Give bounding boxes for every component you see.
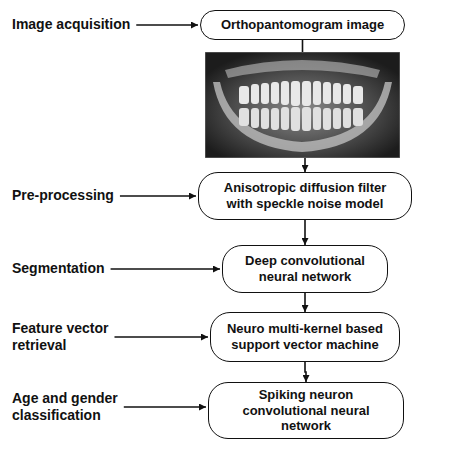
xray-ground bbox=[205, 52, 400, 158]
xray-frame bbox=[205, 52, 400, 158]
stage-label: Segmentation bbox=[12, 260, 105, 276]
box-label: Spiking neuron convolutional neural netw… bbox=[219, 387, 393, 434]
process-box: Deep convolutional neural network bbox=[222, 245, 388, 293]
box-label: Orthopantomogram image bbox=[221, 17, 384, 33]
process-box: Spiking neuron convolutional neural netw… bbox=[208, 382, 404, 439]
stage-label: Pre-processing bbox=[12, 187, 114, 203]
mandible bbox=[213, 82, 392, 152]
stage-label-wrap: Age and gender classification bbox=[12, 390, 144, 425]
flow-arrow bbox=[305, 362, 306, 382]
flow-arrow bbox=[304, 293, 306, 312]
box-label: Neuro multi-kernel based support vector … bbox=[221, 321, 389, 352]
leader-arrow bbox=[111, 268, 220, 269]
stage-label-wrap: Segmentation bbox=[12, 260, 182, 278]
box-label: Deep convolutional neural network bbox=[233, 253, 377, 284]
stage-label: Age and gender classification bbox=[12, 390, 118, 424]
process-box: Anisotropic diffusion filter with speckl… bbox=[198, 172, 412, 220]
upper-teeth bbox=[239, 81, 363, 106]
flow-arrow bbox=[304, 220, 306, 245]
stage-label: Feature vector retrieval bbox=[12, 320, 108, 354]
process-box: Orthopantomogram image bbox=[200, 10, 405, 40]
stage-label-wrap: Feature vector retrieval bbox=[12, 320, 140, 355]
lower-teeth bbox=[239, 107, 363, 131]
stage-label: Image acquisition bbox=[12, 16, 130, 32]
leader-arrow bbox=[120, 195, 196, 196]
leader-arrow bbox=[124, 406, 206, 407]
process-box: Neuro multi-kernel based support vector … bbox=[210, 312, 400, 362]
xray-illustration bbox=[205, 52, 400, 158]
maxilla bbox=[225, 60, 380, 78]
leader-arrow bbox=[136, 24, 198, 25]
box-label: Anisotropic diffusion filter with speckl… bbox=[209, 180, 401, 211]
leader-arrow bbox=[114, 336, 208, 337]
stage-label-wrap: Pre-processing bbox=[12, 187, 182, 205]
stage-label-wrap: Image acquisition bbox=[12, 16, 182, 34]
